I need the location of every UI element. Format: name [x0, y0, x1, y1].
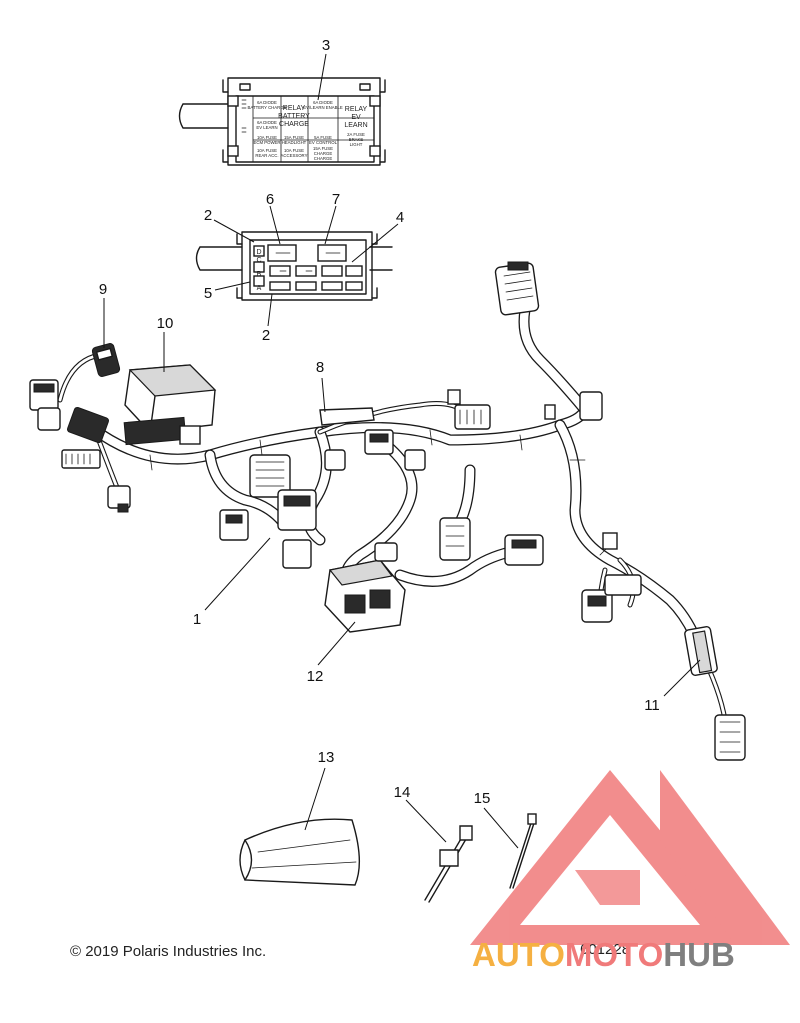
callout-1: 1	[193, 611, 201, 628]
watermark-text: AUTOMOTOHUB	[472, 936, 735, 974]
svg-text:15A FUSE: 15A FUSE	[313, 146, 333, 151]
svg-text:HEADLIGHT: HEADLIGHT	[282, 140, 307, 145]
fuse-box-row-labels: D C B A	[256, 249, 261, 292]
connector-9	[91, 343, 121, 377]
connector-cluster-center	[219, 449, 346, 569]
svg-text:ACCESSORY: ACCESSORY	[281, 153, 308, 158]
conduit-sleeve-13	[239, 818, 361, 886]
diagram-part-number: 601228	[580, 941, 631, 958]
svg-text:EV CONTROL: EV CONTROL	[309, 140, 338, 145]
watermark-text-auto: AUTO	[472, 936, 565, 973]
callout-12: 12	[307, 668, 324, 685]
connector-8	[319, 389, 491, 455]
callout-14: 14	[394, 784, 411, 801]
callout-labels: 3 2 6 7 4 5 2 9 10 8 1 12 11 13 14 15	[99, 37, 660, 807]
svg-text:BATTERY CHARGE: BATTERY CHARGE	[248, 105, 287, 110]
leader-lines	[103, 53, 701, 849]
svg-text:EV/LEARN ENABLE: EV/LEARN ENABLE	[303, 105, 343, 110]
watermark-logo	[470, 770, 790, 945]
svg-text:10A FUSE: 10A FUSE	[257, 148, 277, 153]
svg-text:RELAY: RELAY	[345, 106, 368, 113]
mounting-tie-14	[424, 825, 473, 903]
svg-text:B: B	[257, 271, 262, 278]
svg-text:15A FUSE: 15A FUSE	[284, 135, 304, 140]
callout-9: 9	[99, 281, 107, 298]
svg-text:BRAKE: BRAKE	[349, 137, 364, 142]
svg-text:10A FUSE: 10A FUSE	[257, 135, 277, 140]
callout-7: 7	[332, 191, 340, 208]
svg-text:RELAY: RELAY	[283, 105, 306, 112]
svg-text:BATTERY: BATTERY	[278, 113, 310, 120]
connector-top-right	[494, 261, 603, 421]
svg-text:CHARGE: CHARGE	[314, 151, 333, 156]
svg-text:10A FUSE: 10A FUSE	[284, 148, 304, 153]
watermark-text-hub: HUB	[663, 936, 735, 973]
callout-2-bottom: 2	[262, 327, 270, 344]
fuse-box-top: RELAY BATTERY CHARGE RELAY EV LEARN 6A D…	[178, 77, 386, 166]
callout-13: 13	[318, 749, 335, 766]
watermark-text-moto: MOTO	[564, 936, 664, 973]
fuse-box-cell-labels: 6A DIODE BATTERY CHARGE 6A DIODE EV/LEAR…	[248, 100, 365, 161]
svg-text:D: D	[256, 249, 261, 256]
relay-module-10	[123, 364, 217, 446]
callout-8: 8	[316, 359, 324, 376]
connector-mid-right	[404, 449, 544, 566]
callout-15: 15	[474, 790, 491, 807]
svg-text:LEARN: LEARN	[344, 122, 367, 129]
fuse-box-relay-ev-learn: RELAY EV LEARN	[344, 106, 367, 129]
callout-2-top: 2	[204, 207, 212, 224]
svg-text:6A DIODE: 6A DIODE	[257, 100, 277, 105]
cable-tie-15	[509, 813, 537, 889]
svg-text:REAR ACC.: REAR ACC.	[255, 153, 278, 158]
callout-4: 4	[396, 209, 404, 226]
callout-5: 5	[204, 285, 212, 302]
svg-text:C: C	[256, 257, 261, 264]
svg-text:6A DIODE: 6A DIODE	[313, 100, 333, 105]
svg-text:CHARGE: CHARGE	[314, 156, 333, 161]
svg-text:6A DIODE: 6A DIODE	[257, 120, 277, 125]
svg-text:LIGHT: LIGHT	[350, 142, 363, 147]
svg-text:A: A	[257, 285, 262, 292]
connector-12	[324, 542, 406, 633]
callout-3: 3	[322, 37, 330, 54]
copyright-notice: © 2019 Polaris Industries Inc.	[70, 943, 267, 960]
callout-6: 6	[266, 191, 274, 208]
svg-text:EV: EV	[351, 114, 361, 121]
svg-text:5A FUSE: 5A FUSE	[314, 135, 332, 140]
fuse-box-relay-battery-charge: RELAY BATTERY CHARGE	[278, 105, 310, 128]
callout-11: 11	[644, 697, 660, 714]
connector-left	[29, 379, 131, 513]
callout-10: 10	[157, 315, 174, 332]
connector-11	[684, 626, 746, 761]
svg-text:ECM POWER: ECM POWER	[254, 140, 281, 145]
svg-text:CHARGE: CHARGE	[279, 121, 309, 128]
svg-text:EV LEARN: EV LEARN	[256, 125, 277, 130]
connector-right-lower	[581, 532, 642, 623]
svg-text:2A FUSE: 2A FUSE	[347, 132, 365, 137]
fuse-box-open	[195, 231, 393, 301]
